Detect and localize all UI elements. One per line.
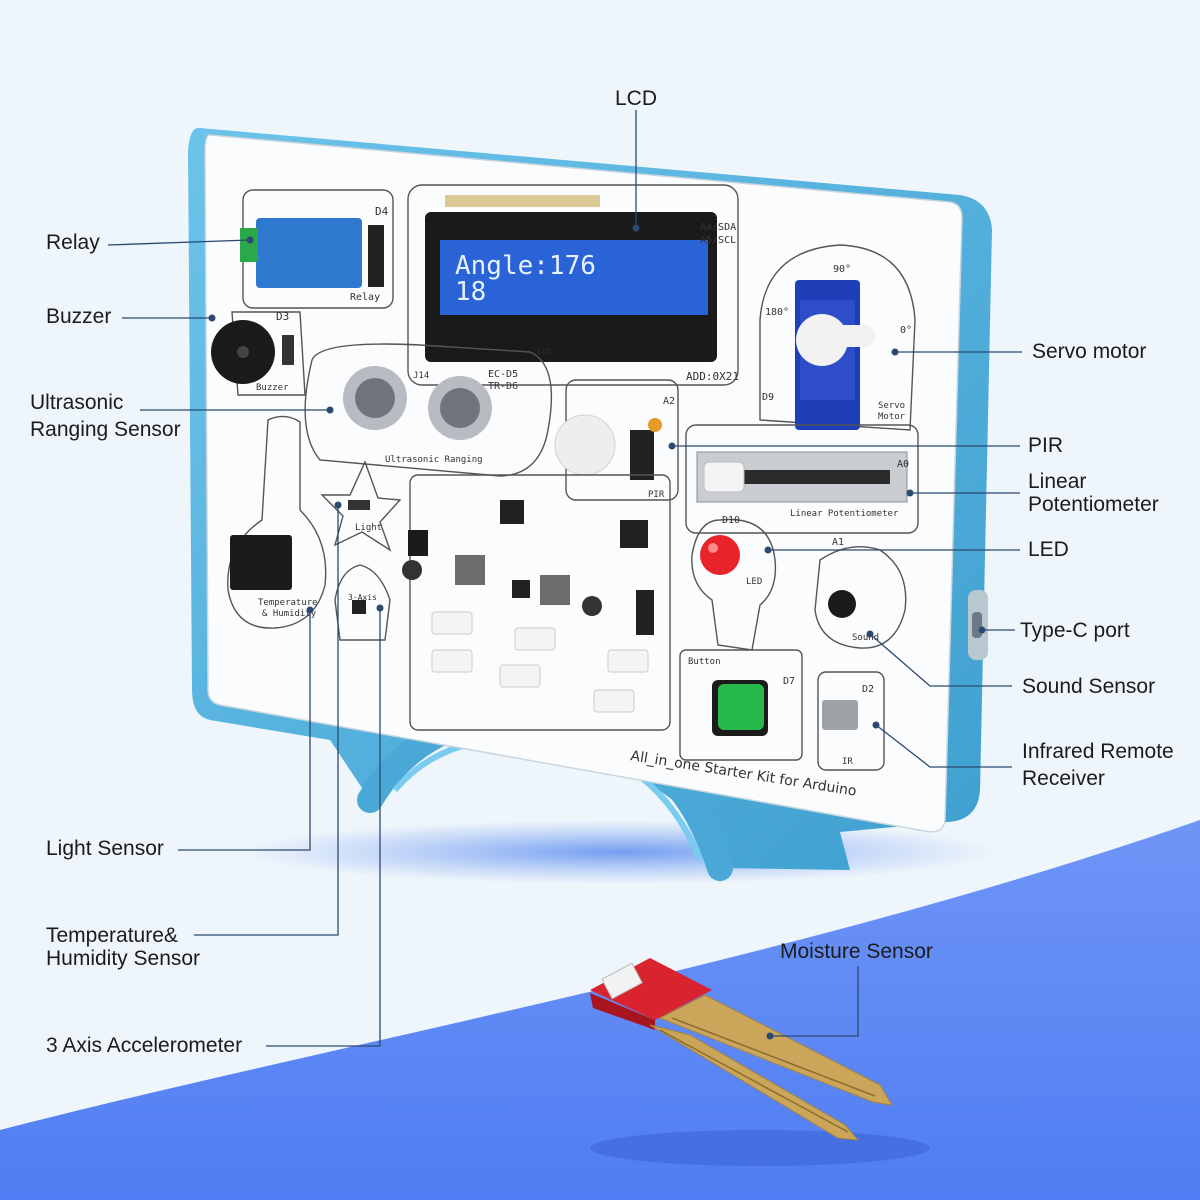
label-ultrasonic-1: Ultrasonic	[30, 391, 124, 414]
kit-panel	[204, 134, 963, 833]
led-board-text: LED	[746, 577, 762, 587]
light-sensor-module: Light	[320, 460, 402, 552]
ultrasonic-board-text: Ultrasonic Ranging	[385, 455, 483, 465]
label-servo-motor: Servo motor	[1032, 340, 1147, 363]
relay-pin-text: D4	[375, 205, 389, 218]
label-pir: PIR	[1028, 434, 1064, 457]
potentiometer-module: A0 Linear Potentiometer	[685, 424, 919, 534]
lcd-screen	[440, 240, 708, 315]
potentiometer-board-text: Linear Potentiometer	[790, 509, 899, 519]
ir-pin-text: D2	[862, 684, 874, 695]
button-board-text: Button	[688, 657, 721, 667]
led-pin-text: D10	[722, 515, 740, 526]
moisture-sensor	[590, 958, 893, 1141]
lcd-pins-2: A5/SCL	[700, 235, 736, 246]
label-linear-1: Linear	[1028, 470, 1087, 493]
servo-text-1: Servo	[878, 401, 905, 411]
ir-board-text: IR	[842, 757, 853, 767]
lcd-pins-1: A4/SDA	[700, 222, 736, 233]
led-module: D10 LED	[691, 515, 777, 651]
button-pin-text: D7	[783, 676, 795, 687]
label-moisture-sensor: Moisture Sensor	[780, 940, 933, 963]
pir-pin-text: A2	[663, 396, 675, 407]
accelerometer-board-text: 3-Axis	[348, 593, 377, 602]
label-light-sensor: Light Sensor	[46, 837, 164, 860]
lcd-line-2: 18	[455, 277, 486, 307]
relay-board-text: Relay	[350, 292, 380, 303]
moisture-shadow	[590, 1130, 930, 1166]
push-button-cap	[718, 684, 764, 730]
lcd-caption: LCD	[537, 347, 552, 356]
servo-pin-text: D9	[762, 392, 774, 403]
servo-180-text: 180°	[765, 307, 789, 318]
label-type-c-port: Type-C port	[1020, 619, 1130, 642]
sound-pin-text: A1	[832, 537, 844, 548]
controller-board	[402, 474, 671, 731]
servo-90-text: 90°	[833, 264, 851, 275]
label-buzzer: Buzzer	[46, 305, 112, 328]
buzzer-board-text: Buzzer	[256, 383, 289, 393]
servo-module: 90° 180° 0° D9 Servo Motor	[759, 244, 916, 431]
pir-board-text: PIR	[648, 490, 665, 500]
label-temperature-1: Temperature&	[46, 924, 178, 947]
leader-dots	[208, 224, 986, 1040]
button-module: Button D7	[679, 649, 803, 761]
label-lcd: LCD	[615, 87, 658, 110]
buzzer-pin-text: D3	[276, 310, 289, 323]
temperature-humidity-module: Temperature & Humidity	[227, 415, 327, 629]
sound-board-text: Sound	[852, 633, 879, 643]
label-ir-2: Receiver	[1022, 767, 1105, 790]
lcd-module: Angle:176 18 A4/SDA A5/SCL LCD ADD:0X21	[407, 184, 739, 386]
ultrasonic-pin-text: J14	[413, 371, 429, 381]
sound-module: A1 Sound	[814, 537, 907, 649]
temperature-text-2: & Humidity	[262, 609, 317, 619]
label-sound-sensor: Sound Sensor	[1022, 675, 1156, 698]
ultrasonic-tr-text: TR-D6	[488, 381, 518, 392]
label-relay: Relay	[46, 231, 100, 254]
buzzer-module: D3 Buzzer	[211, 310, 306, 396]
light-board-text: Light	[355, 523, 382, 533]
accelerometer-module: 3-Axis	[334, 564, 391, 641]
label-led: LED	[1028, 538, 1069, 561]
temperature-text-1: Temperature	[258, 598, 318, 608]
leader-lines	[107, 110, 1022, 1047]
label-accelerometer: 3 Axis Accelerometer	[46, 1034, 243, 1057]
pir-module: A2 PIR	[554, 379, 679, 501]
label-ultrasonic-2: Ranging Sensor	[30, 418, 181, 441]
ir-module: D2 IR	[817, 671, 885, 771]
ultrasonic-ec-text: EC-D5	[488, 369, 518, 380]
lcd-address: ADD:0X21	[686, 370, 739, 383]
label-ir-1: Infrared Remote	[1022, 740, 1174, 763]
servo-0-text: 0°	[900, 325, 912, 336]
ultrasonic-module: J14 EC-D5 TR-D6 Ultrasonic Ranging	[304, 343, 553, 477]
board-shadow	[240, 820, 1000, 884]
potentiometer-pin-text: A0	[897, 459, 909, 470]
label-temperature-2: Humidity Sensor	[46, 947, 201, 970]
servo-text-2: Motor	[878, 412, 906, 422]
lcd-line-1: Angle:176	[455, 251, 596, 281]
label-linear-2: Potentiometer	[1028, 493, 1159, 516]
relay-module: D4 Relay	[240, 189, 394, 309]
